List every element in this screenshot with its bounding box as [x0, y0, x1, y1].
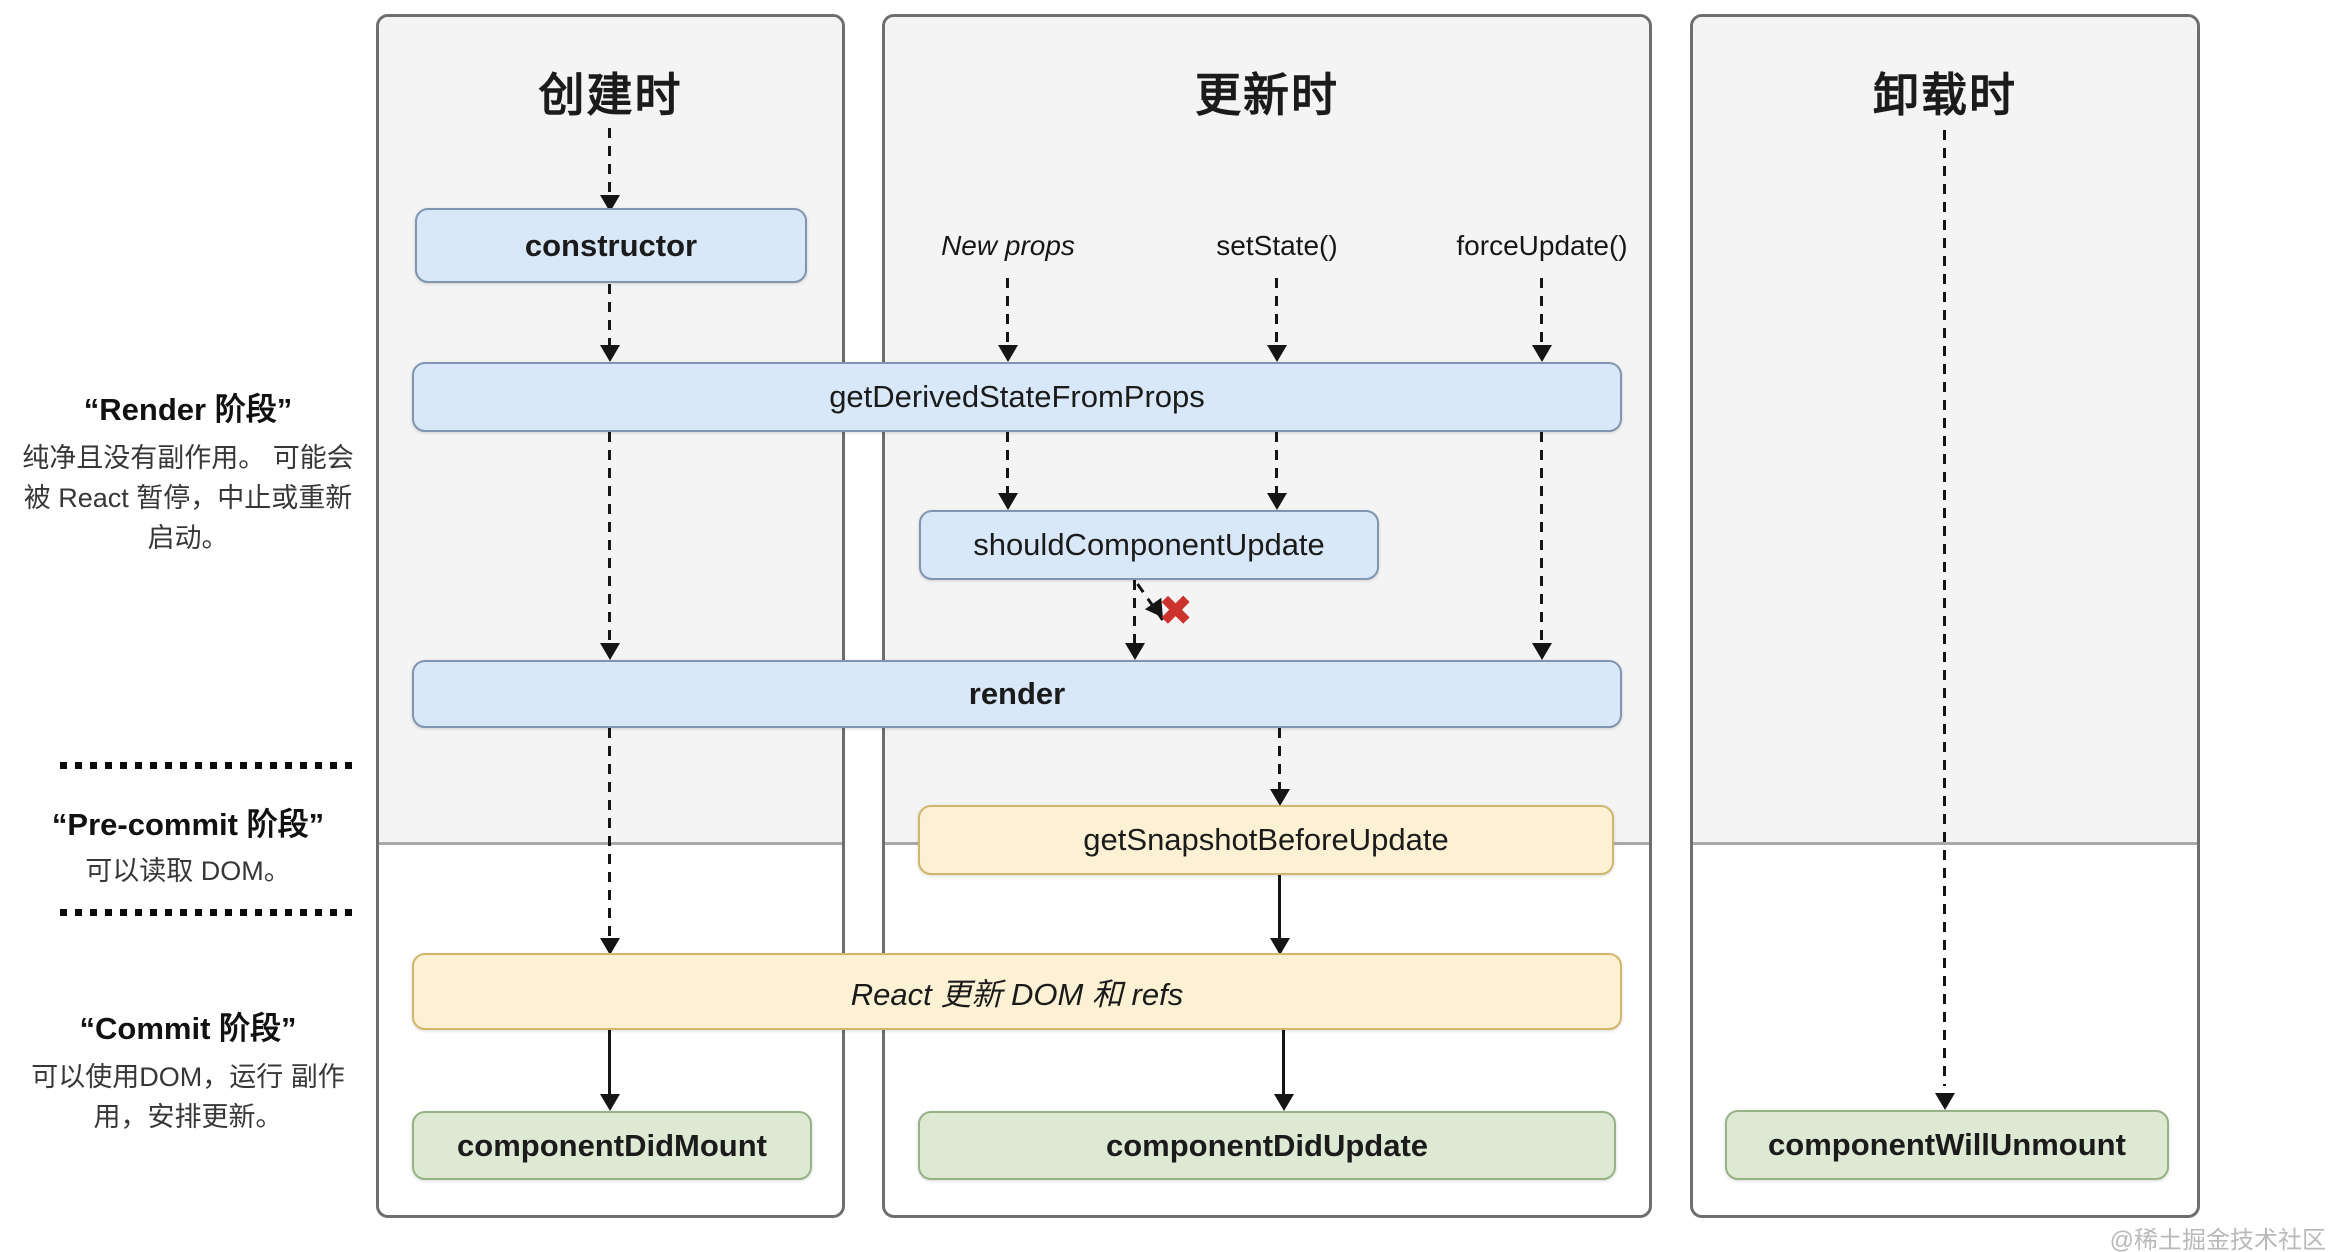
arrowhead	[1270, 789, 1290, 806]
updating-column: 更新时	[882, 14, 1652, 1218]
arrow-gdsfp-to-scu-left	[1006, 432, 1009, 494]
reject-x-icon: ✖	[1158, 587, 1194, 634]
commit-phase-title: “Commit 阶段”	[79, 1011, 297, 1046]
arrow-gdsfp-to-scu-right	[1275, 432, 1278, 494]
arrow-title-to-willunmount	[1943, 130, 1946, 1086]
arrow-reactupdates-to-didmount	[608, 1030, 611, 1095]
commit-phase-desc: 可以使用DOM，运行 副作用，安排更新。	[31, 1062, 345, 1132]
node-willunmount-label: componentWillUnmount	[1768, 1127, 2126, 1162]
arrow-reactupdates-to-didupdate	[1282, 1030, 1285, 1095]
watermark: @稀土掘金技术社区	[2109, 1227, 2326, 1252]
arrow-scu-to-render	[1133, 580, 1136, 643]
node-component-did-mount: componentDidMount	[412, 1111, 812, 1180]
arrowhead	[1267, 345, 1287, 362]
precommit-phase-desc: 可以读取 DOM。	[85, 856, 291, 886]
node-react-updates-label: React 更新 DOM 和 refs	[850, 977, 1184, 1012]
node-didmount-label: componentDidMount	[457, 1127, 767, 1163]
arrow-constructor-to-gdsfp	[608, 284, 611, 346]
node-constructor-label: constructor	[524, 227, 698, 263]
arrow-setstate-to-gdsfp	[1275, 278, 1278, 346]
unmounting-column-title: 卸载时	[1873, 69, 2017, 121]
arrow-render-to-getsnapshot	[1278, 728, 1281, 790]
precommit-phase-title: “Pre-commit 阶段”	[51, 807, 325, 842]
node-component-did-update: componentDidUpdate	[918, 1111, 1616, 1180]
dotted-divider-bottom	[60, 909, 358, 916]
arrowhead	[998, 493, 1018, 510]
trigger-force-update: forceUpdate()	[1456, 230, 1628, 261]
node-get-derived-state-from-props: getDerivedStateFromProps	[412, 362, 1622, 432]
arrow-forceupdate-to-gdsfp	[1540, 278, 1543, 346]
mounting-column-title: 创建时	[538, 69, 683, 121]
arrow-render-to-reactupdates	[608, 728, 611, 939]
arrowhead	[998, 345, 1018, 362]
node-render: render	[412, 660, 1622, 728]
arrowhead	[1270, 938, 1290, 955]
arrowhead	[1267, 493, 1287, 510]
updating-column-title: 更新时	[1195, 69, 1339, 121]
arrowhead	[1532, 643, 1552, 660]
arrow-gdsfp-to-render-mount	[608, 432, 611, 644]
dotted-divider-top	[60, 762, 358, 769]
arrowhead	[600, 643, 620, 660]
node-react-updates-dom: React 更新 DOM 和 refs	[412, 953, 1622, 1030]
arrowhead	[600, 1094, 620, 1111]
trigger-set-state: setState()	[1216, 230, 1338, 261]
arrow-title-to-constructor	[608, 128, 611, 196]
node-constructor: constructor	[415, 208, 807, 283]
arrowhead	[1935, 1093, 1955, 1110]
trigger-new-props: New props	[941, 230, 1075, 261]
arrowhead	[1532, 345, 1552, 362]
node-should-component-update: shouldComponentUpdate	[919, 510, 1379, 580]
node-getsnapshot-label: getSnapshotBeforeUpdate	[1083, 822, 1449, 857]
node-get-snapshot-before-update: getSnapshotBeforeUpdate	[918, 805, 1614, 875]
arrowhead	[600, 195, 620, 212]
arrowhead	[600, 345, 620, 362]
arrowhead	[1125, 643, 1145, 660]
node-render-label: render	[968, 676, 1066, 711]
render-phase-title: “Render 阶段”	[83, 392, 293, 427]
phase-sidebar: “Render 阶段” 纯净且没有副作用。 可能会被 React 暂停，中止或重…	[20, 0, 358, 1252]
arrow-getsnapshot-to-reactupdates	[1278, 875, 1281, 939]
arrowhead	[600, 938, 620, 955]
render-phase-desc: 纯净且没有副作用。 可能会被 React 暂停，中止或重新启动。	[22, 443, 354, 553]
arrow-forceupdate-to-render	[1540, 432, 1543, 644]
node-didupdate-label: componentDidUpdate	[1105, 1127, 1429, 1163]
arrow-newprops-to-gdsfp	[1006, 278, 1009, 346]
node-component-will-unmount: componentWillUnmount	[1725, 1110, 2169, 1180]
node-scu-label: shouldComponentUpdate	[973, 527, 1325, 562]
node-gdsfp-label: getDerivedStateFromProps	[829, 379, 1205, 414]
arrowhead	[1274, 1094, 1294, 1111]
